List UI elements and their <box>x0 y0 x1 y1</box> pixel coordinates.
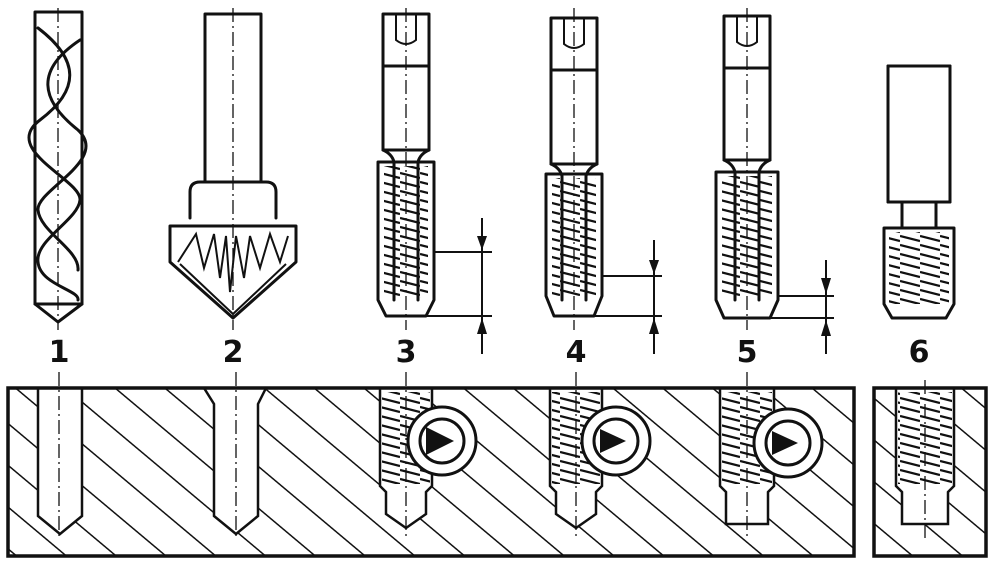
tool-number-labels: 1 2 3 4 5 6 <box>49 335 930 370</box>
countersink-tool <box>168 8 298 330</box>
threading-die-tool <box>882 64 956 320</box>
workpiece-section-main <box>6 372 856 558</box>
workpiece-section-thread <box>872 380 988 558</box>
twist-drill-tool <box>27 8 88 330</box>
taper-tap-tool <box>376 8 492 354</box>
label-3: 3 <box>396 335 417 370</box>
label-1: 1 <box>49 335 70 370</box>
label-6: 6 <box>909 335 930 370</box>
label-5: 5 <box>737 335 758 370</box>
label-4: 4 <box>566 335 587 370</box>
intermediate-tap-tool <box>544 8 662 354</box>
plug-tap-tool <box>714 8 834 354</box>
label-2: 2 <box>223 335 244 370</box>
